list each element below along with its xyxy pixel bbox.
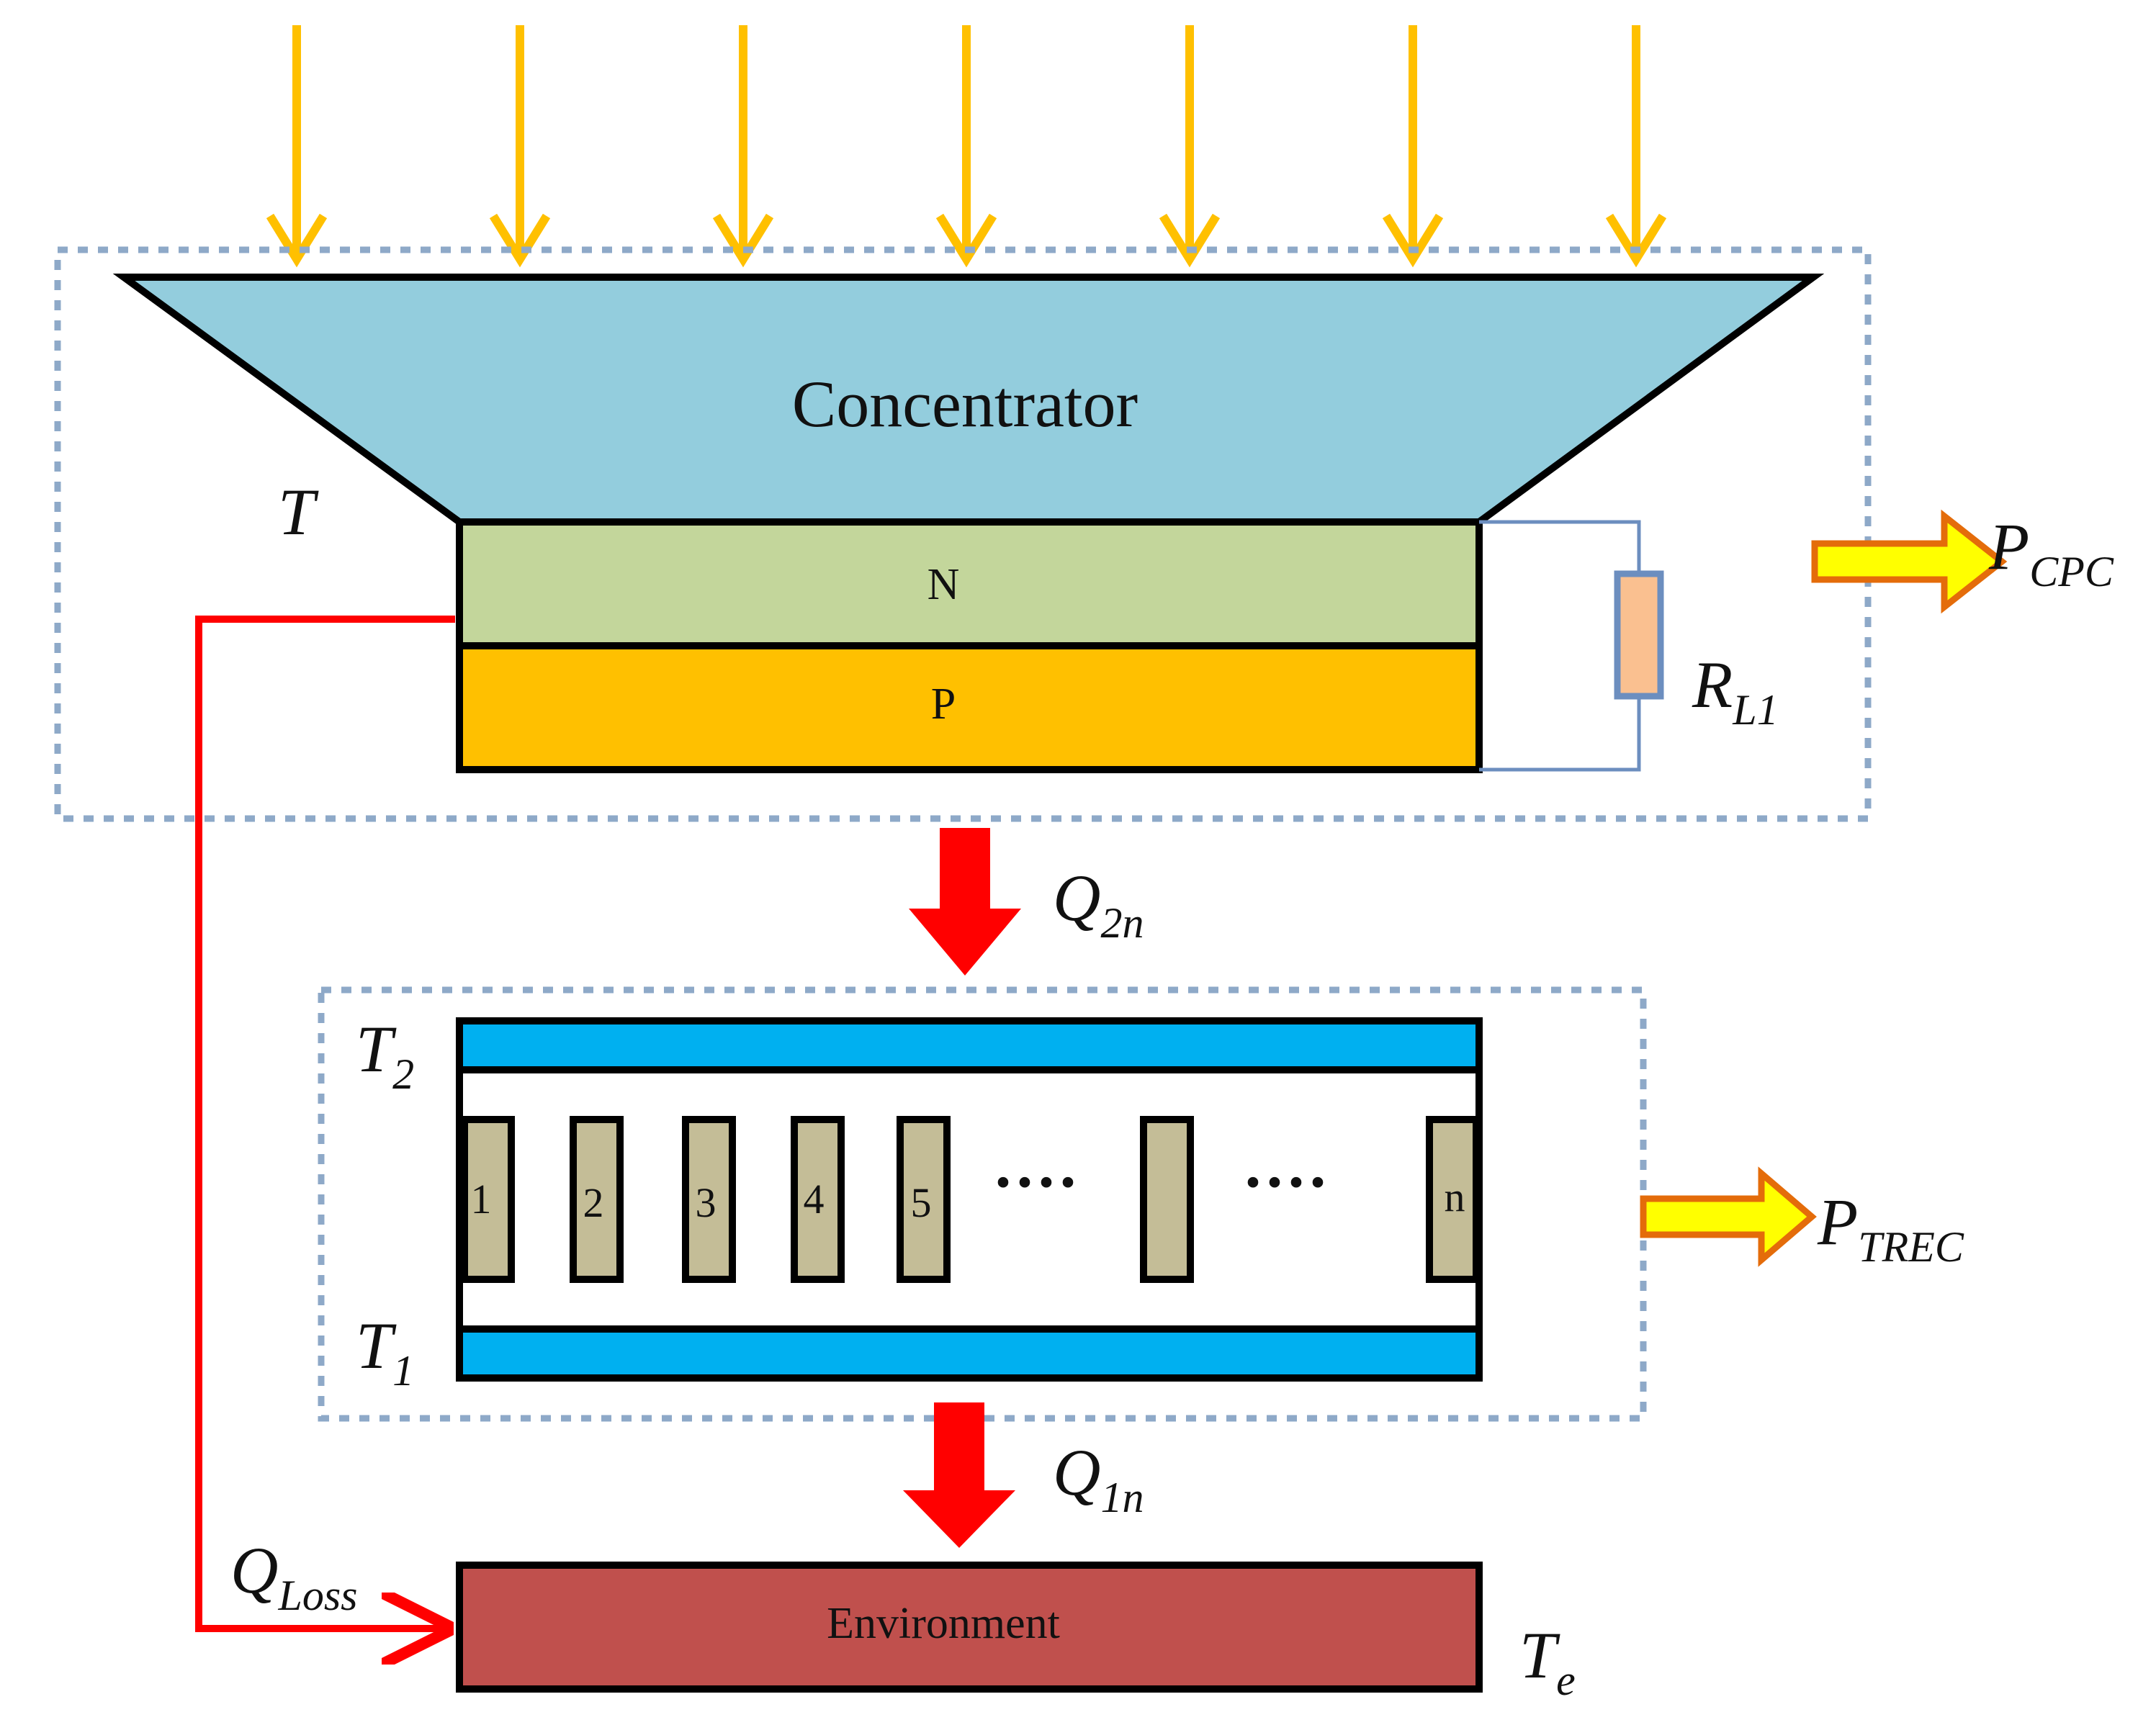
- sun-rays: [266, 25, 1667, 268]
- trec-element-label: 1: [471, 1176, 492, 1222]
- q-loss-heat-path: [195, 616, 455, 1629]
- trec-element: [1140, 1116, 1194, 1283]
- trec-element: 1: [461, 1116, 515, 1283]
- trec-element-label: 2: [583, 1179, 604, 1226]
- trec-element: 4: [791, 1116, 845, 1283]
- trec-element: n: [1426, 1116, 1480, 1283]
- trec-element-2: [570, 1116, 624, 1283]
- sun-ray-arrow: [935, 25, 997, 268]
- pv-p-layer: [456, 642, 1483, 773]
- trec-element-label: 5: [911, 1179, 932, 1226]
- p-layer-label: P: [931, 680, 956, 729]
- p-cpc-label: PCPC: [1988, 510, 2114, 595]
- trec-element-blank: [1140, 1116, 1194, 1283]
- trec-element-1: [461, 1116, 515, 1283]
- q1n-heat-arrow: [903, 1402, 1015, 1548]
- load-resistance-label: RL1: [1692, 648, 1779, 734]
- environment-label: Environment: [827, 1599, 1060, 1648]
- p-cpc-power-arrow: [1811, 509, 2008, 614]
- temperature-T1-label: T1: [356, 1309, 414, 1395]
- p-trec-power-arrow: [1640, 1166, 1817, 1267]
- sun-ray-arrow: [1382, 25, 1444, 268]
- temperature-T-label: T: [278, 475, 319, 549]
- trec-element: 5: [897, 1116, 951, 1283]
- sun-ray-arrow: [489, 25, 551, 268]
- concentrator-label: Concentrator: [792, 367, 1138, 441]
- trec-element-4: [791, 1116, 845, 1283]
- q2n-heat-arrow: [909, 828, 1021, 976]
- trec-element-5: [897, 1116, 951, 1283]
- cold-plate-T1: [456, 1325, 1483, 1382]
- q1n-label: Q1n: [1053, 1436, 1144, 1521]
- temperature-Te-label: Te: [1519, 1618, 1576, 1704]
- load-wire-bottom: [1479, 696, 1641, 772]
- p-trec-label: PTREC: [1817, 1185, 1964, 1271]
- trec-element: 3: [682, 1116, 736, 1283]
- q2n-label: Q2n: [1053, 861, 1144, 947]
- trec-element-label: 3: [696, 1179, 717, 1226]
- sun-ray-arrow: [1159, 25, 1221, 268]
- temperature-T2-label: T2: [356, 1012, 414, 1098]
- sun-ray-arrow: [712, 25, 774, 268]
- trec-element: 2: [570, 1116, 624, 1283]
- trec-ellipsis: ····: [992, 1147, 1079, 1218]
- load-resistor: [1614, 570, 1664, 700]
- trec-element-3: [682, 1116, 736, 1283]
- hot-plate-T2: [456, 1017, 1483, 1073]
- sun-ray-arrow: [266, 25, 328, 268]
- trec-element-label: n: [1445, 1174, 1465, 1220]
- q-loss-label: QLoss: [230, 1533, 358, 1619]
- load-wire: [1479, 520, 1641, 574]
- pv-n-layer: [456, 518, 1483, 649]
- n-layer-label: N: [927, 560, 960, 609]
- trec-ellipsis: ····: [1242, 1147, 1329, 1218]
- trec-element-n: [1426, 1116, 1480, 1283]
- environment-block: [456, 1562, 1483, 1693]
- trec-element-label: 4: [804, 1176, 825, 1222]
- sun-ray-arrow: [1605, 25, 1667, 268]
